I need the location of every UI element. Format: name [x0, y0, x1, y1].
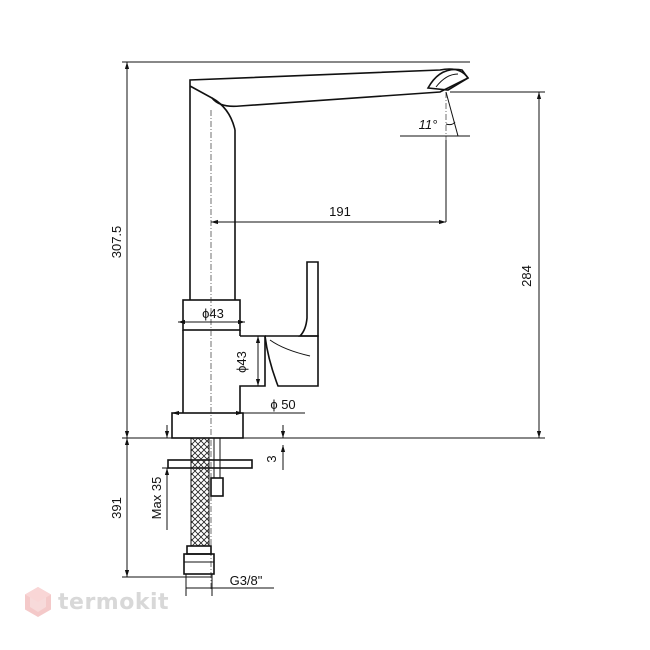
logo-text: termokit — [58, 589, 170, 615]
faucet-body — [122, 68, 470, 439]
dimension-labels: 307.5 284 191 11° ϕ43 ϕ43 ϕ 50 3 391 Max… — [109, 117, 534, 588]
termokit-logo: termokit — [24, 586, 169, 618]
label-base-diameter: ϕ 50 — [270, 397, 295, 412]
label-outlet-height: 284 — [519, 265, 534, 287]
label-total-height: 307.5 — [109, 226, 124, 259]
centre-lines — [210, 92, 447, 590]
label-reach: 191 — [329, 204, 351, 219]
label-hose-length: 391 — [109, 497, 124, 519]
dimension-lines — [122, 61, 545, 596]
label-max-deck-thickness: Max 35 — [149, 477, 164, 520]
label-connection-thread: G3/8" — [230, 573, 263, 588]
hexagon-logo-icon — [25, 587, 51, 617]
label-spout-angle: 11° — [419, 117, 438, 132]
label-body-diameter-upper: ϕ43 — [202, 306, 224, 321]
underdeck-assembly — [167, 437, 253, 575]
label-base-thickness: 3 — [264, 455, 279, 462]
label-body-diameter-lower: ϕ43 — [234, 351, 249, 373]
